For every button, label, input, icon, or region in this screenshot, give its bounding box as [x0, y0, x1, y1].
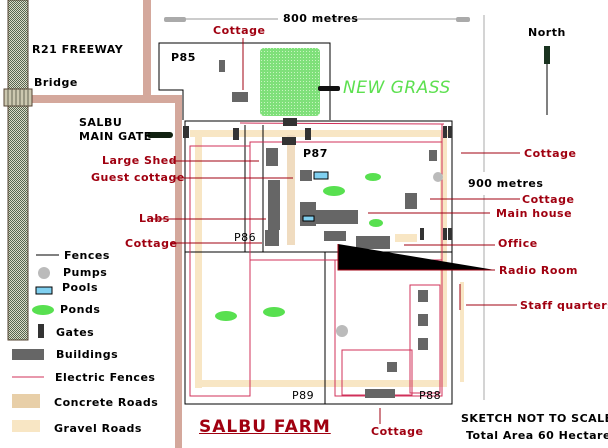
label-radio-room: Radio Room [499, 264, 578, 277]
legend-pumps: Pumps [63, 266, 108, 279]
legend-electric-fences: Electric Fences [55, 371, 156, 384]
main-gate-label-2: MAIN GATE [79, 130, 152, 143]
bridge-label: Bridge [34, 76, 78, 89]
scale-note: SKETCH NOT TO SCALE [461, 412, 608, 425]
map-title: SALBU FARM [199, 417, 331, 437]
freeway-label: R21 FREEWAY [32, 43, 124, 56]
r21-freeway [7, 0, 29, 341]
plot-p85: P85 [171, 51, 196, 64]
scale-horizontal: 800 metres [283, 12, 359, 25]
p85-fence [158, 42, 331, 120]
label-cottage-left: Cottage [125, 237, 178, 250]
label-cottage-right-2: Cottage [522, 193, 575, 206]
gates [183, 118, 452, 240]
pool [302, 215, 315, 222]
label-staff-quarters: Staff quarters [520, 299, 608, 312]
scale-vertical: 900 metres [468, 177, 544, 190]
label-cottage-bottom: Cottage [371, 425, 424, 438]
label-labs: Labs [139, 212, 170, 225]
new-grass-label: NEW GRASS [343, 78, 451, 98]
legend-buildings: Buildings [56, 348, 119, 361]
ponds [215, 173, 383, 321]
pump [336, 325, 348, 337]
north-arrow-icon [544, 46, 550, 115]
pump [433, 172, 443, 182]
label-large-shed: Large Shed [102, 154, 178, 167]
gravel-roads [190, 130, 464, 388]
legend-gravel-roads: Gravel Roads [54, 422, 142, 435]
main-gate-marker [147, 132, 173, 138]
legend-concrete-roads: Concrete Roads [54, 396, 159, 409]
fences [184, 120, 453, 405]
new-grass-area [260, 48, 320, 116]
access-road-south [175, 95, 182, 448]
plot-p89: P89 [292, 389, 315, 402]
total-area: Total Area 60 Hectare [466, 429, 608, 442]
pool [313, 171, 329, 180]
access-road-north [143, 0, 151, 100]
label-main-house: Main house [496, 207, 573, 220]
buildings [265, 148, 437, 398]
legend-pools: Pools [62, 281, 98, 294]
label-cottage-top: Cottage [213, 24, 266, 37]
plot-p86: P86 [234, 231, 257, 244]
label-cottage-right-1: Cottage [524, 147, 577, 160]
legend-gates: Gates [56, 326, 95, 339]
main-gate-label-1: SALBU [79, 116, 123, 129]
plot-p87: P87 [303, 147, 328, 160]
access-road-west [28, 95, 182, 103]
legend-symbols [12, 254, 59, 432]
legend-ponds: Ponds [60, 303, 101, 316]
new-grass-pointer [318, 86, 340, 91]
label-office: Office [498, 237, 538, 250]
plot-p88: P88 [419, 389, 442, 402]
legend-fences: Fences [64, 249, 110, 262]
label-leaders [151, 38, 520, 424]
bridge [3, 88, 33, 107]
north-label: North [528, 26, 566, 39]
label-guest-cottage: Guest cottage [91, 171, 185, 184]
